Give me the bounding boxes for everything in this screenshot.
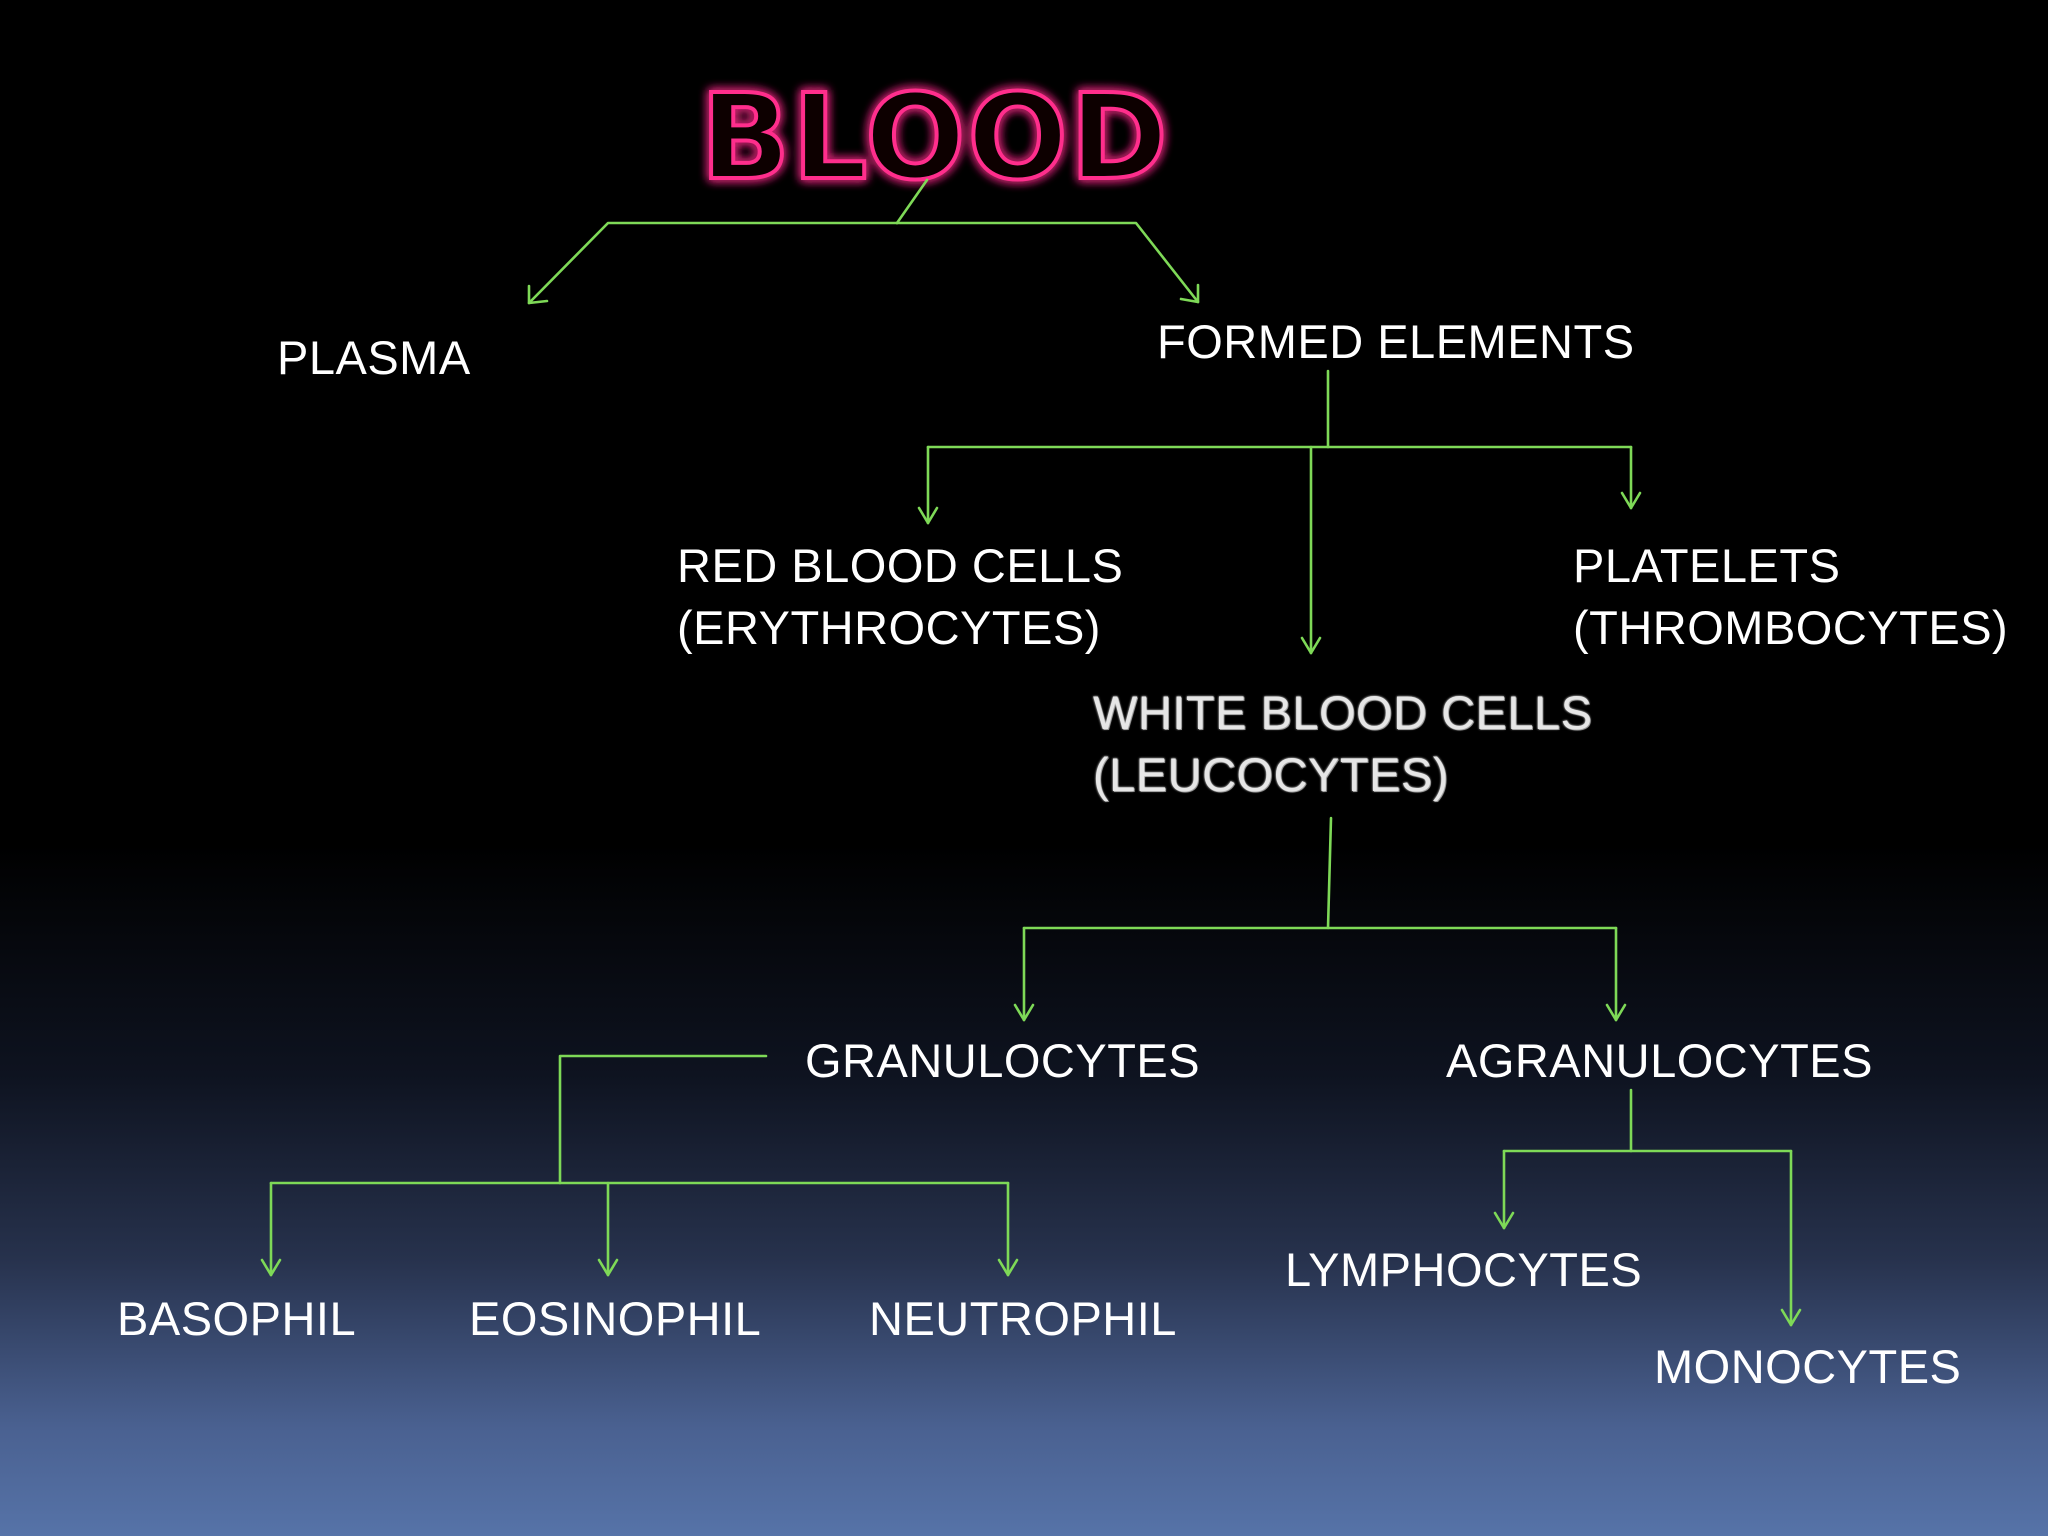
arrowhead-monocytes (1780, 1308, 1802, 1327)
node-eosinophil: EOSINOPHIL (469, 1292, 762, 1345)
connector-to-plasma (527, 221, 899, 305)
node-white-blood-cells: WHITE BLOOD CELLS (LEUCOCYTES) (1093, 682, 1593, 806)
diagram-title: BLOOD (700, 68, 1170, 206)
node-platelets-name: PLATELETS (1573, 539, 1841, 592)
arrowhead-basophil (260, 1258, 282, 1277)
node-red-blood-cells-alias: (ERYTHROCYTES) (677, 601, 1101, 654)
node-white-blood-cells-name: WHITE BLOOD CELLS (1093, 686, 1593, 739)
arrowhead-neutrophil (997, 1258, 1019, 1277)
node-monocytes: MONOCYTES (1654, 1340, 1962, 1393)
arrowhead-granulocytes (1013, 1003, 1035, 1022)
connector-wbc-stem (1326, 816, 1333, 930)
arrowhead-platelets (1620, 491, 1642, 510)
arrowhead-wbc (1300, 636, 1322, 655)
arrowhead-eosinophil (597, 1258, 619, 1277)
node-platelets-alias: (THROMBOCYTES) (1573, 601, 2009, 654)
arrowhead-rbc (917, 506, 939, 525)
node-formed-elements: FORMED ELEMENTS (1157, 315, 1635, 368)
connectors (260, 178, 1802, 1327)
node-lymphocytes: LYMPHOCYTES (1285, 1243, 1643, 1296)
node-granulocytes: GRANULOCYTES (805, 1034, 1201, 1087)
node-platelets: PLATELETS (THROMBOCYTES) (1573, 535, 2008, 659)
connector-granulocytes-stem (558, 1054, 768, 1185)
node-white-blood-cells-alias: (LEUCOCYTES) (1093, 748, 1449, 801)
node-basophil: BASOPHIL (117, 1292, 357, 1345)
connector-title-stem (895, 178, 929, 225)
connector-to-formed-elements (895, 221, 1200, 304)
arrowhead-formed-elements (1179, 283, 1200, 304)
node-agranulocytes: AGRANULOCYTES (1446, 1034, 1873, 1087)
node-red-blood-cells-name: RED BLOOD CELLS (677, 539, 1124, 592)
arrowhead-agranulocytes (1605, 1003, 1627, 1022)
node-neutrophil: NEUTROPHIL (869, 1292, 1177, 1345)
arrowhead-lymphocytes (1493, 1211, 1515, 1230)
node-red-blood-cells: RED BLOOD CELLS (ERYTHROCYTES) (677, 535, 1123, 659)
node-plasma: PLASMA (277, 331, 471, 384)
arrowhead-plasma (527, 284, 549, 305)
